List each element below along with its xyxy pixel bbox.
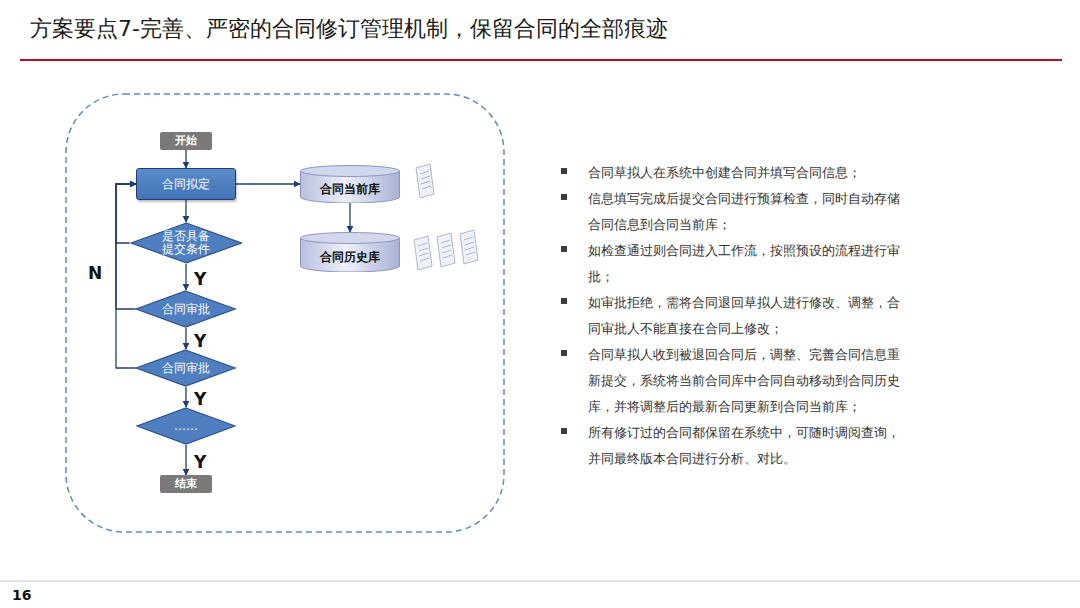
flow-connector: [185, 200, 186, 222]
page-number: 16: [12, 586, 52, 604]
node-text: 是否具备提交条件: [159, 230, 213, 256]
node-text: 合同拟定: [162, 178, 210, 191]
database-cylinder: 合同当前库: [300, 165, 400, 203]
cylinder-top: [301, 233, 400, 244]
edge-label: Y: [192, 332, 208, 350]
start-terminal: 开始: [160, 132, 212, 150]
document-icon: [437, 233, 455, 267]
bullet-text: 合同草拟人在系统中创建合同并填写合同信息；: [588, 160, 910, 186]
bullet: [561, 246, 567, 252]
decision-diamond: ……: [136, 407, 236, 445]
decision-diamond: 合同审批: [135, 349, 236, 387]
end-terminal: 结束: [160, 475, 212, 493]
flow-connector: [185, 328, 186, 349]
bullet: [561, 298, 567, 304]
bullet-text: 合同草拟人收到被退回合同后，调整、完善合同信息重新提交，系统将当前合同库中合同自…: [588, 342, 910, 420]
title-rule: [20, 59, 1062, 61]
bullet-squares: [561, 168, 567, 434]
document-icon: [414, 236, 432, 270]
flow-connector: [116, 184, 136, 243]
edge-label: Y: [192, 453, 208, 471]
flow-connector: [116, 184, 136, 368]
bullet: [561, 428, 567, 434]
diamond-shape: [136, 291, 235, 327]
diamond-shape: [137, 408, 235, 444]
node-text: 结束: [175, 478, 197, 490]
edge-label: Y: [192, 270, 208, 288]
document-icon: [460, 230, 478, 264]
node-text: 合同审批: [162, 303, 210, 316]
database-cylinder: 合同历史库: [300, 232, 400, 272]
flow-connector: [185, 387, 186, 407]
node-text: 合同审批: [162, 362, 210, 375]
bullet-text: 信息填写完成后提交合同进行预算检查，同时自动存储合同信息到合同当前库；: [588, 186, 910, 238]
diamond-shape: [131, 223, 241, 263]
edge-label: N: [86, 264, 104, 282]
footer-rule: [0, 581, 1080, 582]
decision-diamond: 合同审批: [135, 290, 236, 328]
bullet-text: 如检查通过则合同进入工作流，按照预设的流程进行审批；: [588, 238, 910, 290]
decision-diamond: 是否具备提交条件: [130, 222, 243, 264]
cylinder-top: [301, 166, 400, 177]
bullet: [561, 350, 567, 356]
bullet-text: 如审批拒绝，需将合同退回草拟人进行修改、调整，合同审批人不能直接在合同上修改；: [588, 290, 910, 342]
flow-connector: [185, 264, 186, 290]
dashed-frame: [66, 94, 504, 532]
diamond-shape: [136, 350, 235, 386]
document-icons: [414, 164, 478, 270]
node-text: 合同当前库: [320, 183, 380, 196]
edge-label: Y: [192, 390, 208, 408]
slide-title: 方案要点7-完善、严密的合同修订管理机制，保留合同的全部痕迹: [30, 14, 668, 44]
node-text: 开始: [175, 135, 197, 147]
node-text: ……: [174, 420, 198, 433]
node-text: 合同历史库: [320, 251, 380, 264]
flow-connector: [185, 445, 186, 475]
flow-connector: [185, 150, 186, 168]
document-icon: [416, 164, 434, 198]
flow-connector: [236, 183, 300, 184]
bullet-text: 所有修订过的合同都保留在系统中，可随时调阅查询，并同最终版本合同进行分析、对比。: [588, 420, 910, 472]
bullet: [561, 194, 567, 200]
process-box: 合同拟定: [136, 168, 236, 200]
flow-connector: [116, 184, 136, 309]
bullet: [561, 168, 567, 174]
flow-connector: [349, 203, 350, 232]
